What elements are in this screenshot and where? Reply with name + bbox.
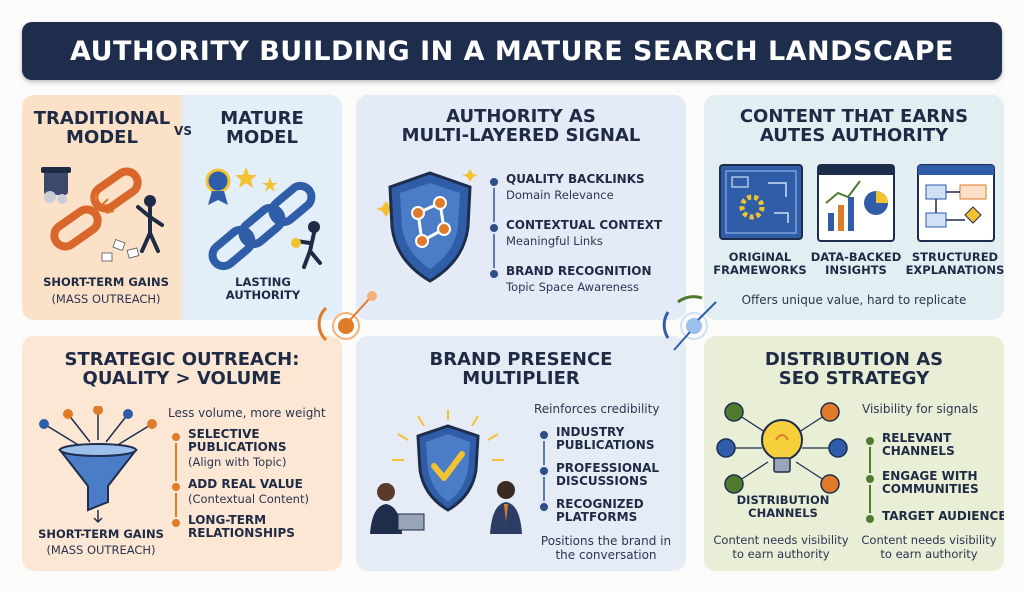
orange-connector-icon (317, 291, 377, 342)
distribution-footer-left: Content needs visibility to earn authori… (713, 533, 849, 561)
traditional-model-title: TRADITIONAL MODEL (33, 108, 171, 149)
brand-footer: Positions the brand in the conversation (540, 534, 672, 563)
panel-distribution: DISTRIBUTION AS SEO STRATEGY DISTRIBUTIO… (704, 336, 1004, 571)
main-title-banner: AUTHORITY BUILDING IN A MATURE SEARCH LA… (22, 22, 1002, 80)
panel-traditional-vs-mature: TRADITIONAL MODEL VS MATURE MODEL SHORT-… (22, 95, 342, 320)
bulb-caption: DISTRIBUTION CHANNELS (736, 493, 830, 521)
card-label: STRUCTURED EXPLANATIONS (905, 250, 1004, 278)
vs-label: VS (174, 124, 192, 138)
distribution-list: RELEVANT CHANNELS ENGAGE WITH COMMUNITIE… (864, 431, 1004, 532)
distribution-tagline: Visibility for signals (862, 402, 979, 416)
brand-list: INDUSTRY PUBLICATIONS PROFESSIONAL DISCU… (538, 425, 678, 536)
panel-brand-presence: BRAND PRESENCE MULTIPLIER Reinforces cre… (356, 336, 686, 571)
main-title: AUTHORITY BUILDING IN A MATURE SEARCH LA… (70, 35, 954, 67)
funnel-icon (39, 406, 157, 524)
outreach-list: SELECTIVE PUBLICATIONS (Align with Topic… (170, 427, 340, 548)
distribution-title: DISTRIBUTION AS SEO STRATEGY (764, 349, 944, 390)
outreach-caption-1: SHORT-TERM GAINS (38, 527, 164, 541)
blueprint-icon (719, 164, 803, 240)
brand-tagline: Reinforces credibility (534, 402, 660, 416)
lightbulb-network-icon (716, 402, 848, 494)
shield-network-icon (376, 169, 478, 283)
outreach-caption-2: (MASS OUTREACH) (46, 543, 156, 557)
lasting-authority-caption: LASTING AUTHORITY (225, 275, 301, 303)
panel-authority-signal: AUTHORITY AS MULTI-LAYERED SIGNAL QUALIT… (356, 95, 686, 320)
blue-connector-icon (662, 295, 717, 351)
strategic-outreach-title: STRATEGIC OUTREACH: QUALITY > VOLUME (64, 349, 300, 390)
strong-chain-icon (205, 167, 322, 271)
mass-outreach-caption: (MASS OUTREACH) (51, 292, 161, 306)
short-term-gains-caption: SHORT-TERM GAINS (43, 275, 169, 289)
panel-content-earns: CONTENT THAT EARNS AUTES AUTHORITY ORIGI… (704, 95, 1004, 320)
card-label: ORIGINAL FRAMEWORKS (713, 250, 807, 278)
content-earns-title: CONTENT THAT EARNS AUTES AUTHORITY (739, 106, 969, 147)
outreach-tagline: Less volume, more weight (168, 406, 326, 420)
panel-strategic-outreach: STRATEGIC OUTREACH: QUALITY > VOLUME Les… (22, 336, 342, 571)
mature-model-title: MATURE MODEL (220, 108, 304, 149)
brand-shield-people-icon (370, 410, 522, 534)
authority-signal-title: AUTHORITY AS MULTI-LAYERED SIGNAL (401, 106, 641, 147)
content-footer: Offers unique value, hard to replicate (741, 293, 967, 307)
distribution-footer-right: Content needs visibility to earn authori… (861, 533, 997, 561)
signal-list: QUALITY BACKLINKS Domain Relevance CONTE… (488, 172, 678, 303)
broken-chain-icon (41, 167, 164, 262)
data-chart-icon (817, 164, 895, 242)
brand-presence-title: BRAND PRESENCE MULTIPLIER (429, 349, 613, 390)
card-label: DATA-BACKED INSIGHTS (810, 250, 902, 278)
flowchart-icon (917, 164, 995, 242)
